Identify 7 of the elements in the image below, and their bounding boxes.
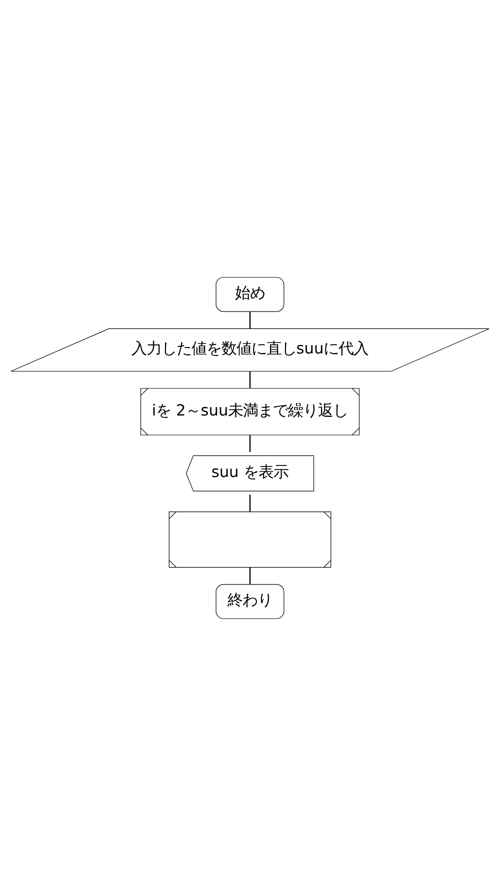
connector	[249, 566, 251, 584]
node-box: 終わり	[216, 584, 284, 618]
connector	[249, 311, 251, 328]
connector	[249, 434, 251, 452]
node-box: 始め	[216, 276, 284, 312]
connector	[249, 370, 251, 388]
connector	[249, 494, 251, 512]
